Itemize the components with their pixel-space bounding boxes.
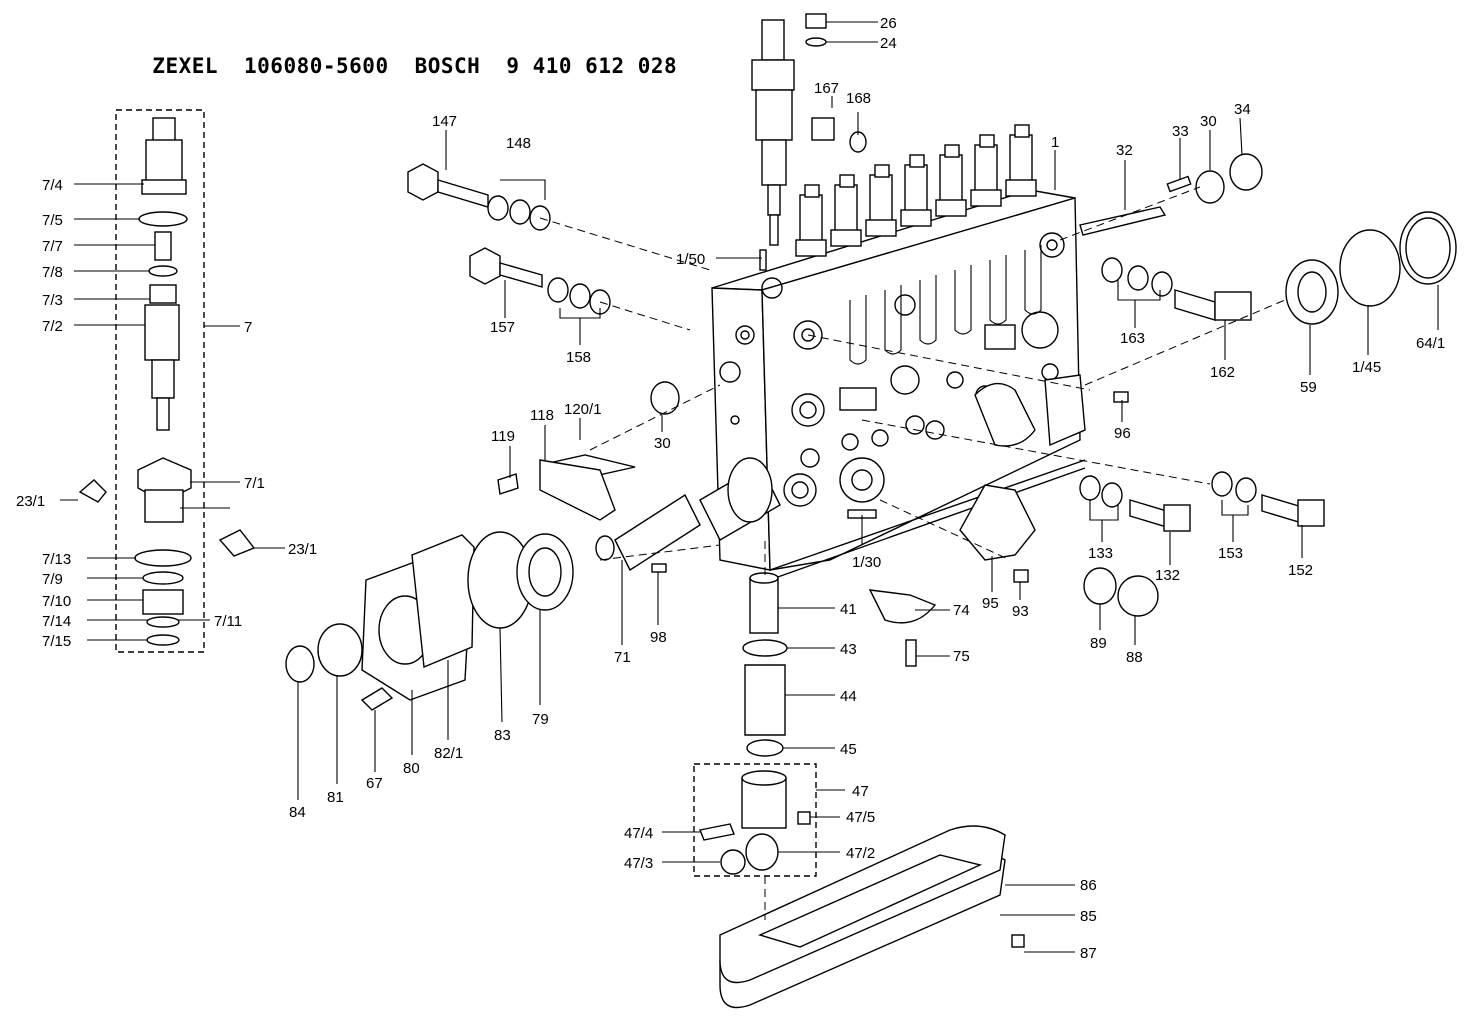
label-7-10: 7/10 [42, 593, 71, 610]
label-1-45: 1/45 [1352, 359, 1381, 376]
label-167: 167 [814, 80, 839, 97]
gaskets [719, 825, 1025, 1009]
label-24: 24 [880, 35, 897, 52]
label-88: 88 [1126, 649, 1143, 666]
label-7-7: 7/7 [42, 238, 63, 255]
label-132: 132 [1155, 567, 1180, 584]
label-44: 44 [840, 688, 857, 705]
label-7-15: 7/15 [42, 633, 71, 650]
label-7-1: 7/1 [244, 475, 265, 492]
label-89: 89 [1090, 635, 1107, 652]
label-168: 168 [846, 90, 871, 107]
label-96: 96 [1114, 425, 1131, 442]
leader-lines [60, 21, 1439, 953]
element-assembly-7 [78, 117, 256, 646]
group-box-7 [115, 109, 205, 653]
label-7-2: 7/2 [42, 318, 63, 335]
label-32: 32 [1116, 142, 1133, 159]
label-7-3: 7/3 [42, 292, 63, 309]
label-47-5: 47/5 [846, 809, 875, 826]
label-59: 59 [1300, 379, 1317, 396]
delivery-valve-holders [795, 124, 1037, 257]
label-153: 153 [1218, 545, 1243, 562]
label-33: 33 [1172, 123, 1189, 140]
nozzle-holder-top [751, 13, 867, 271]
under-parts [651, 563, 937, 875]
part-labels: 26 24 167 168 147 148 1 32 33 30 34 1/50… [16, 15, 1445, 962]
label-41: 41 [840, 601, 857, 618]
label-93: 93 [1012, 603, 1029, 620]
label-163: 163 [1120, 330, 1145, 347]
brand-zexel: ZEXEL [152, 54, 219, 78]
label-1: 1 [1051, 134, 1059, 151]
label-75: 75 [953, 648, 970, 665]
label-47-2: 47/2 [846, 845, 875, 862]
label-74: 74 [953, 602, 970, 619]
label-7-9: 7/9 [42, 571, 63, 588]
pump-housing [595, 124, 1086, 579]
label-7-8: 7/8 [42, 264, 63, 281]
label-81: 81 [327, 789, 344, 806]
diagram-header: ZEXEL 106080-5600 BOSCH 9 410 612 028 [126, 30, 703, 78]
group-box-47 [693, 763, 817, 877]
label-67: 67 [366, 775, 383, 792]
label-118: 118 [530, 407, 554, 424]
label-119: 119 [491, 428, 515, 445]
label-152: 152 [1288, 562, 1313, 579]
label-23-1a: 23/1 [16, 493, 45, 510]
label-1-30: 1/30 [852, 554, 881, 571]
label-7-4: 7/4 [42, 177, 63, 194]
label-82-1: 82/1 [434, 745, 463, 762]
right-parts [847, 153, 1457, 617]
label-30b: 30 [654, 435, 671, 452]
label-47-4: 47/4 [624, 825, 653, 842]
label-30a: 30 [1200, 113, 1217, 130]
part-number-bosch: 9 410 612 028 [506, 54, 678, 78]
label-7-13: 7/13 [42, 551, 71, 568]
label-120-1: 120/1 [564, 401, 602, 418]
label-1-50: 1/50 [676, 251, 705, 268]
label-85: 85 [1080, 908, 1097, 925]
label-83: 83 [494, 727, 511, 744]
label-158: 158 [566, 349, 591, 366]
label-47: 47 [852, 783, 869, 800]
label-95: 95 [982, 595, 999, 612]
label-79: 79 [532, 711, 549, 728]
label-80: 80 [403, 760, 420, 777]
part-number-zexel: 106080-5600 [244, 54, 389, 78]
label-98: 98 [650, 629, 667, 646]
label-64-1: 64/1 [1416, 335, 1445, 352]
label-157: 157 [490, 319, 515, 336]
label-148: 148 [506, 135, 531, 152]
centerlines [539, 186, 1286, 920]
label-45: 45 [840, 741, 857, 758]
label-87: 87 [1080, 945, 1097, 962]
banjo-bolts-left [407, 163, 680, 521]
label-7-11: 7/11 [214, 613, 242, 630]
brand-bosch: BOSCH [414, 54, 481, 78]
label-43: 43 [840, 641, 857, 658]
label-26: 26 [880, 15, 897, 32]
label-7: 7 [244, 319, 252, 336]
front-parts [285, 531, 574, 711]
label-7-5: 7/5 [42, 212, 63, 229]
label-71: 71 [614, 649, 631, 666]
label-34: 34 [1234, 101, 1251, 118]
label-86: 86 [1080, 877, 1097, 894]
label-84: 84 [289, 804, 306, 821]
camshaft [595, 457, 781, 572]
label-47-3: 47/3 [624, 855, 653, 872]
label-147: 147 [432, 113, 457, 130]
label-23-1b: 23/1 [288, 541, 317, 558]
label-162: 162 [1210, 364, 1235, 381]
label-133: 133 [1088, 545, 1113, 562]
label-7-14: 7/14 [42, 613, 71, 630]
